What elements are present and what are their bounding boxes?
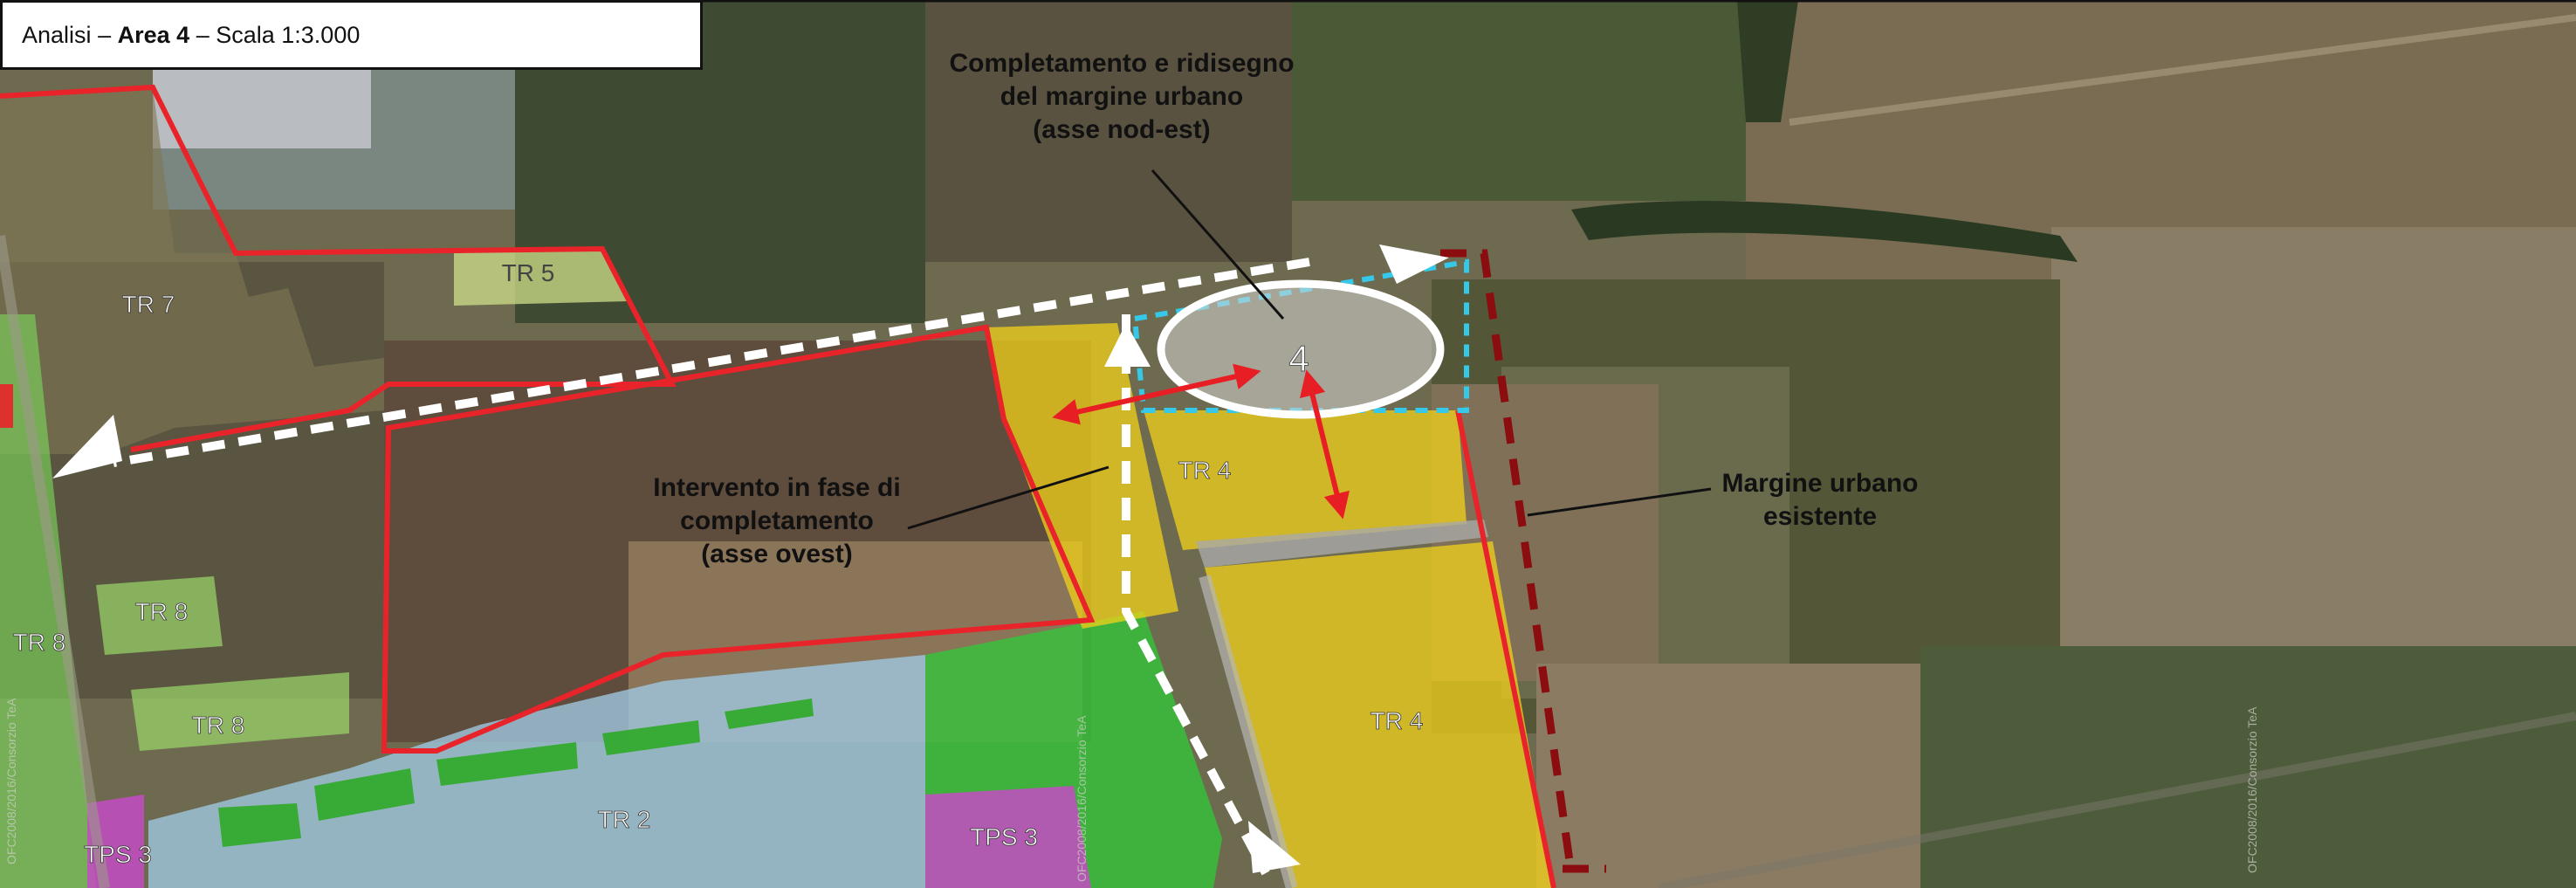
area-number: 4 bbox=[1288, 338, 1309, 379]
zone-label-tr8-c: TR 8 bbox=[192, 712, 245, 739]
title-separator-2: – bbox=[196, 21, 210, 48]
margine-urbano-line bbox=[1440, 249, 1606, 874]
red-arrow-horizontal bbox=[1052, 363, 1261, 425]
axis-nord-est bbox=[1122, 314, 1270, 876]
boundary-tr7 bbox=[0, 84, 677, 452]
title-prefix: Analisi bbox=[22, 21, 92, 48]
zone-label-tr7: TR 7 bbox=[122, 291, 175, 318]
boundary-east bbox=[1455, 410, 1556, 888]
zone-label-tps3-a: TPS 3 bbox=[970, 823, 1038, 850]
annotation-ne-line3: (asse nod-est) bbox=[1033, 115, 1210, 144]
annotation-north-east: Completamento e ridisegno del margine ur… bbox=[949, 49, 1294, 144]
annotation-west: Intervento in fase di completamento (ass… bbox=[653, 473, 900, 568]
axis-down-arrow bbox=[1248, 821, 1301, 873]
zone-tr4-south bbox=[1205, 541, 1554, 888]
annotation-ne-line1: Completamento e ridisegno bbox=[949, 49, 1294, 78]
field-vineyard bbox=[1292, 0, 1746, 201]
annotation-west-line2: completamento bbox=[680, 506, 874, 535]
watermark-center: OFC2008/2016/Consorzio TeA bbox=[1075, 715, 1089, 882]
annotation-ne-line2: del margine urbano bbox=[1000, 82, 1243, 111]
zone-tr5 bbox=[454, 249, 629, 306]
axis-up-arrow bbox=[1104, 323, 1151, 367]
zone-tps3 bbox=[925, 786, 1091, 888]
annotation-margin-line1: Margine urbano bbox=[1721, 469, 1918, 498]
field-east bbox=[2051, 227, 2576, 716]
title-box: Analisi – Area 4 – Scala 1:3.000 bbox=[0, 0, 703, 70]
axis-ne-arrow bbox=[1379, 244, 1449, 284]
zone-label-tr4-a: TR 4 bbox=[1178, 457, 1232, 484]
watermark-left: OFC2008/2016/Consorzio TeA bbox=[4, 698, 18, 864]
zone-label-tr2: TR 2 bbox=[598, 806, 651, 833]
annotation-west-line3: (asse ovest) bbox=[701, 540, 852, 568]
zone-label-tr5: TR 5 bbox=[502, 259, 555, 286]
zone-label-tps3-b: TPS 3 bbox=[84, 841, 152, 868]
zone-label-tr8-a: TR 8 bbox=[135, 598, 189, 625]
title-scale: Scala 1:3.000 bbox=[216, 21, 361, 48]
zone-tr7 bbox=[0, 87, 384, 454]
title-separator: – bbox=[98, 21, 112, 48]
leader-line-margin bbox=[1527, 487, 1712, 517]
zone-tr8-strip bbox=[0, 314, 96, 888]
boundary-west bbox=[381, 324, 1096, 754]
zone-label-tr8-b: TR 8 bbox=[13, 629, 66, 656]
annotation-margin: Margine urbano esistente bbox=[1721, 469, 1918, 531]
annotation-west-line1: Intervento in fase di bbox=[653, 473, 900, 502]
zone-label-tr4-b: TR 4 bbox=[1370, 707, 1424, 734]
axis-ovest-arrow bbox=[52, 415, 122, 478]
watermark-right: OFC2008/2016/Consorzio TeA bbox=[2245, 706, 2259, 873]
leader-line-north-east bbox=[1151, 169, 1285, 320]
leader-line-west bbox=[907, 465, 1109, 530]
zone-tr8-a bbox=[96, 576, 223, 655]
title-area: Area 4 bbox=[117, 21, 190, 48]
annotation-margin-line2: esistente bbox=[1763, 502, 1877, 531]
red-arrow-vertical bbox=[1300, 369, 1350, 520]
zone-tr8-b bbox=[131, 672, 349, 751]
